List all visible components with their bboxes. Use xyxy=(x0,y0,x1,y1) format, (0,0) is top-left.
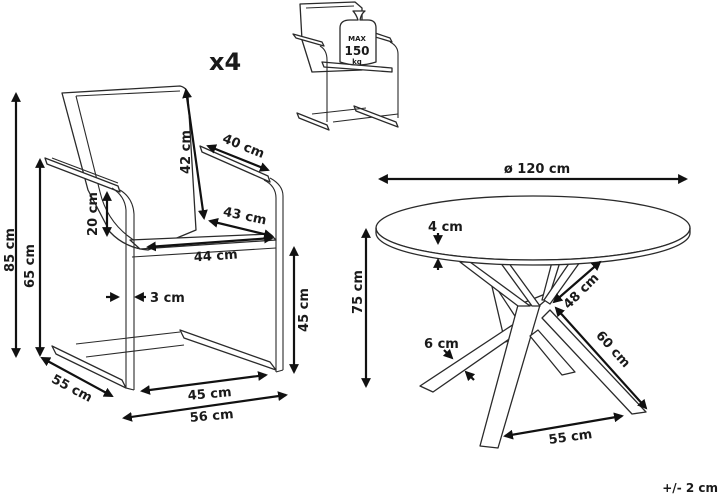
weight-unit-label: kg xyxy=(352,58,362,66)
label-leg-spread: 55 cm xyxy=(548,427,594,448)
dim-inner-width xyxy=(140,371,268,395)
dim-leg-width-upper xyxy=(442,348,454,360)
quantity-label: x4 xyxy=(209,48,241,76)
dim-depth xyxy=(40,357,114,397)
dim-leg-width-lower xyxy=(464,370,476,382)
dim-leg-spread xyxy=(503,412,624,440)
label-backrest-height: 42 cm xyxy=(179,130,194,174)
label-table-height: 75 cm xyxy=(351,270,366,314)
label-table-diameter: ø 120 cm xyxy=(504,162,570,177)
dim-seat-depth xyxy=(208,218,274,239)
dim-seat-width xyxy=(146,233,274,252)
label-total-width: 56 cm xyxy=(189,407,234,426)
dim-leg-upper xyxy=(552,260,602,304)
label-top-thickness: 4 cm xyxy=(428,220,463,235)
small-chair-weight-icon xyxy=(292,1,399,131)
label-seat-height: 45 cm xyxy=(297,288,312,332)
dim-backrest-height xyxy=(182,88,208,220)
dim-total-width xyxy=(122,391,288,422)
label-seat-width: 44 cm xyxy=(193,247,238,265)
label-inner-width: 45 cm xyxy=(187,385,232,404)
table-drawing xyxy=(375,195,691,449)
tolerance-note: +/- 2 cm xyxy=(662,481,718,495)
label-total-height: 85 cm xyxy=(3,228,18,272)
weight-value-label: 150 xyxy=(344,44,369,58)
chair-drawing xyxy=(44,85,284,391)
dim-leg-lower xyxy=(554,306,648,410)
label-armrest-height: 65 cm xyxy=(23,244,38,288)
label-armrest-to-seat: 20 cm xyxy=(86,192,101,236)
weight-max-label: MAX xyxy=(348,35,366,43)
label-leg-width: 6 cm xyxy=(424,337,459,352)
label-frame-thickness: 3 cm xyxy=(150,291,185,306)
label-depth: 55 cm xyxy=(49,372,95,406)
dim-armrest-length xyxy=(206,144,270,172)
